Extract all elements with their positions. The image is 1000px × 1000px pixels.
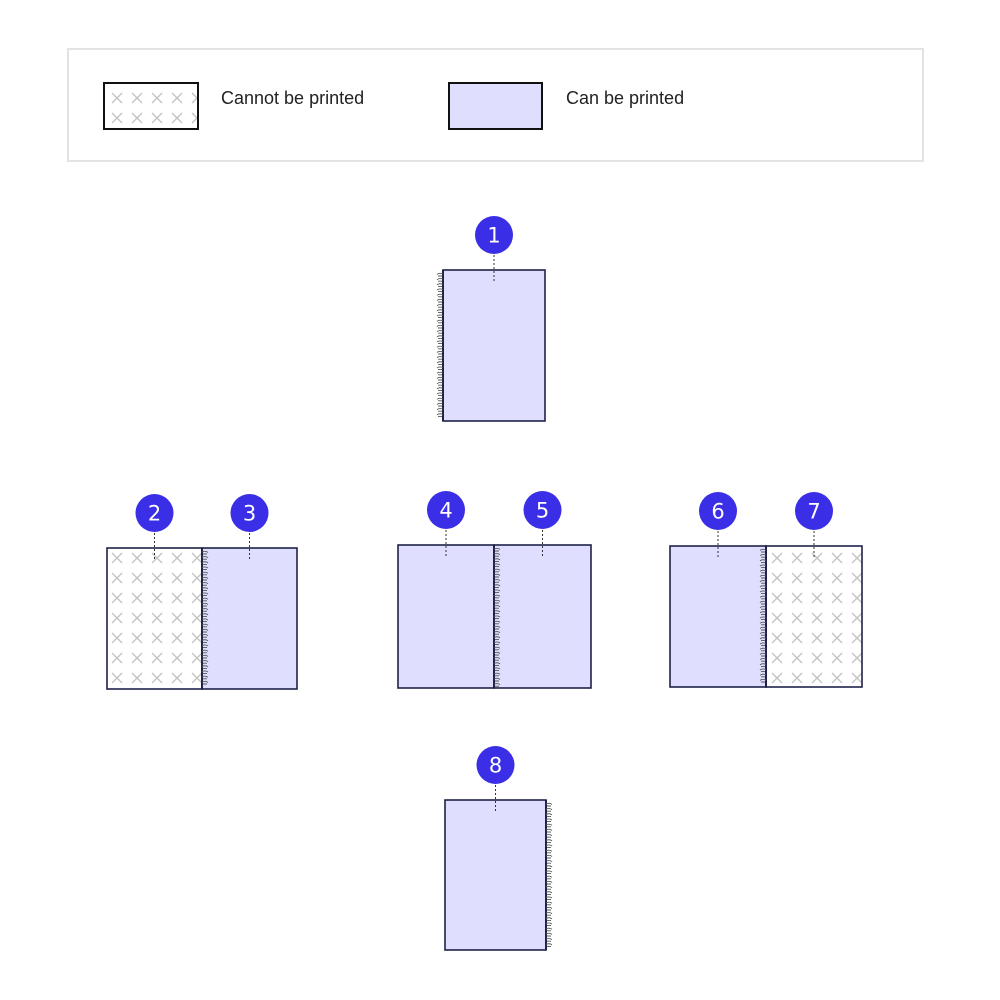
page-number-label: 3 <box>243 502 256 526</box>
page-number-label: 6 <box>711 500 724 524</box>
legend-swatch-printable <box>448 82 543 130</box>
legend-swatch-cross-pattern <box>105 84 197 128</box>
spiral-binding <box>545 800 553 950</box>
spiral-binding <box>759 546 767 687</box>
page-number-label: 5 <box>536 499 549 523</box>
page-number-badge: 4 <box>427 491 465 529</box>
page-3 <box>201 547 298 690</box>
page-number-label: 4 <box>439 499 452 523</box>
page-6 <box>669 545 767 688</box>
page-number-badge: 2 <box>135 494 174 532</box>
legend-label-printable: Can be printed <box>566 88 685 108</box>
spiral-binding <box>493 545 501 688</box>
spiral-binding <box>436 270 444 421</box>
page-number-label: 2 <box>148 502 161 526</box>
legend-label-not-printable: Cannot be printed <box>221 88 365 108</box>
page-number-badge: 3 <box>230 494 269 532</box>
page-number-label: 1 <box>487 224 500 248</box>
page-number-badge: 1 <box>475 216 513 254</box>
page-1 <box>442 269 546 422</box>
page-number-badge: 7 <box>795 492 833 530</box>
spiral-binding <box>201 548 209 689</box>
page-number-badge: 5 <box>523 491 562 529</box>
page-8 <box>444 799 547 951</box>
page-5 <box>493 544 592 689</box>
page-number-label: 8 <box>489 754 502 778</box>
page-2 <box>106 547 203 690</box>
page-7 <box>765 545 863 688</box>
page-number-badge: 8 <box>476 746 515 784</box>
page-4 <box>397 544 495 689</box>
page-number-badge: 6 <box>699 492 737 530</box>
page-number-label: 7 <box>807 500 820 524</box>
